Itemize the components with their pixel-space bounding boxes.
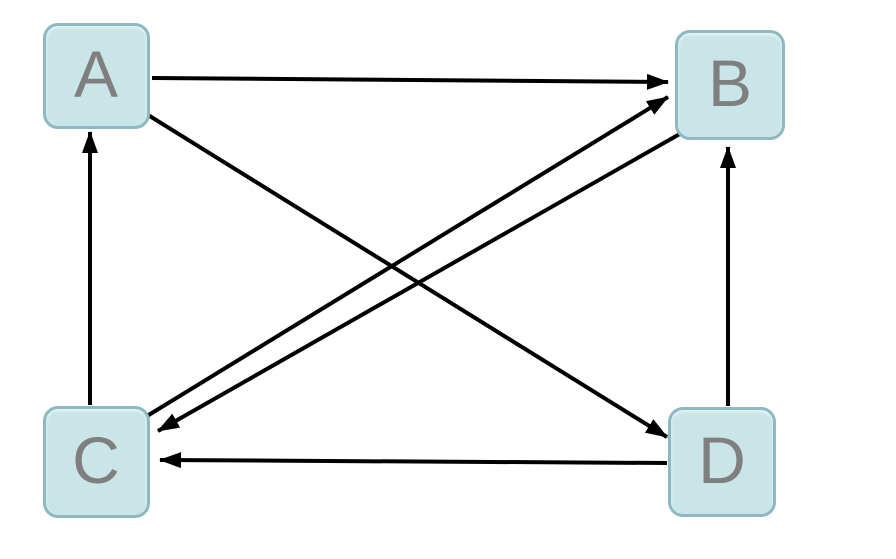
node-D: D [668, 407, 776, 517]
edge-B-to-C [157, 125, 693, 433]
edge-A-to-D [138, 108, 669, 439]
edge-A-to-B [151, 73, 669, 90]
node-A: A [42, 23, 150, 129]
node-label-B: B [707, 46, 753, 120]
node-label-C: C [72, 423, 120, 497]
node-C: C [42, 406, 150, 518]
node-label-D: D [698, 423, 746, 497]
edge-C-to-B [132, 95, 670, 426]
node-B: B [675, 30, 785, 140]
edge-D-to-C [159, 452, 668, 469]
node-label-A: A [73, 37, 119, 111]
